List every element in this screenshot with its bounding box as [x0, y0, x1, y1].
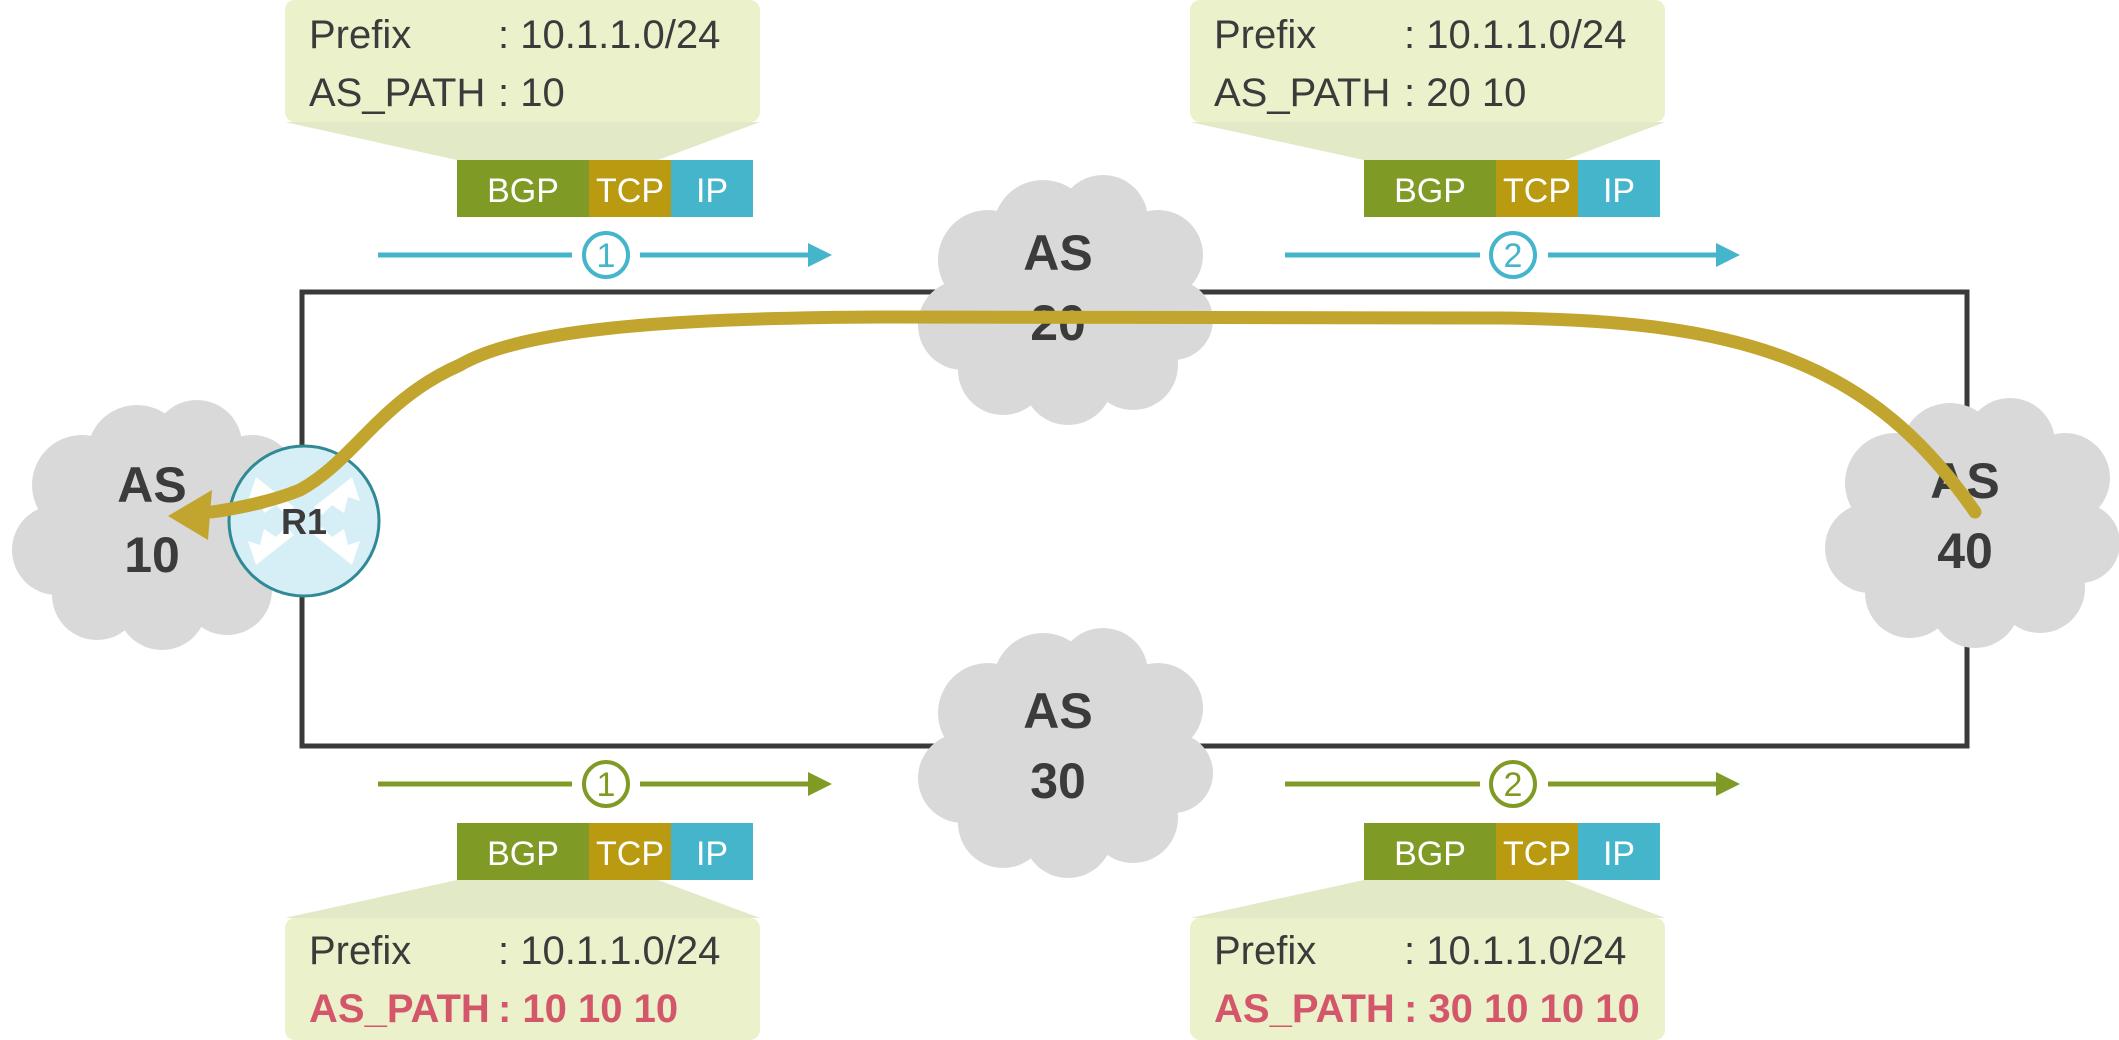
prefix-label: Prefix	[1214, 929, 1316, 973]
callout-pointer	[1190, 122, 1665, 160]
as-path-value: : 30 10 10 10	[1404, 987, 1640, 1031]
info-box	[285, 918, 760, 1040]
prefix-label: Prefix	[309, 13, 411, 57]
update-box-top-right: Prefix : 10.1.1.0/24 AS_PATH : 20 10 BGP…	[1190, 0, 1665, 217]
as20-cloud: AS 20	[918, 175, 1213, 425]
step-number: 2	[1504, 766, 1523, 804]
callout-pointer	[285, 880, 760, 918]
tcp-label: TCP	[1503, 835, 1571, 873]
as10-label-line1: AS	[117, 457, 186, 513]
step-badge	[582, 231, 630, 279]
ip-label: IP	[696, 835, 728, 873]
info-box	[285, 0, 760, 122]
step-number: 1	[597, 766, 616, 804]
as30-label-line1: AS	[1023, 683, 1092, 739]
packet-header: BGP TCP IP	[1364, 823, 1660, 880]
info-box	[1190, 0, 1665, 122]
as40-cloud: AS 40	[1825, 398, 2119, 648]
as-path-label: AS_PATH	[1214, 71, 1390, 115]
update-box-bottom-left: Prefix : 10.1.1.0/24 AS_PATH : 10 10 10 …	[285, 823, 760, 1040]
step-number: 2	[1504, 237, 1523, 275]
bottom-flow-arrow-1: 1	[378, 760, 832, 808]
prefix-value: : 10.1.1.0/24	[1404, 929, 1626, 973]
bgp-label: BGP	[1394, 835, 1466, 873]
as-path-value: : 20 10	[1404, 71, 1526, 115]
prefix-value: : 10.1.1.0/24	[498, 929, 720, 973]
prefix-value: : 10.1.1.0/24	[498, 13, 720, 57]
as30-label-line2: 30	[1030, 753, 1086, 809]
prefix-label: Prefix	[1214, 13, 1316, 57]
tcp-label: TCP	[596, 835, 664, 873]
as20-label-line1: AS	[1023, 225, 1092, 281]
step-badge	[1489, 231, 1537, 279]
as-path-label: AS_PATH	[309, 987, 490, 1031]
router-label: R1	[281, 501, 327, 542]
packet-header: BGP TCP IP	[1364, 160, 1660, 217]
as-path-label: AS_PATH	[1214, 987, 1395, 1031]
packet-header: BGP TCP IP	[457, 823, 753, 880]
router-icon	[227, 444, 381, 598]
bgp-label: BGP	[1394, 172, 1466, 210]
update-box-top-left: Prefix : 10.1.1.0/24 AS_PATH : 10 BGP TC…	[285, 0, 760, 217]
ip-label: IP	[1603, 835, 1635, 873]
bgp-label: BGP	[487, 172, 559, 210]
as10-label-line2: 10	[124, 527, 180, 583]
as-path-label: AS_PATH	[309, 71, 485, 115]
as30-cloud: AS 30	[918, 628, 1213, 878]
callout-pointer	[1190, 880, 1665, 918]
as10-cloud: AS 10	[12, 400, 307, 650]
bgp-label: BGP	[487, 835, 559, 873]
selected-path-curve	[205, 310, 1982, 519]
as40-label-line2: 40	[1937, 523, 1993, 579]
step-number: 1	[597, 237, 616, 275]
step-badge	[1489, 760, 1537, 808]
bottom-flow-arrow-2: 2	[1285, 760, 1740, 808]
info-box	[1190, 918, 1665, 1040]
router-r1[interactable]: R1	[227, 444, 381, 598]
ip-label: IP	[1603, 172, 1635, 210]
prefix-label: Prefix	[309, 929, 411, 973]
as-path-value: : 10 10 10	[498, 987, 678, 1031]
ip-label: IP	[696, 172, 728, 210]
top-flow-arrow-1: 1	[378, 231, 832, 279]
top-flow-arrow-2: 2	[1285, 231, 1740, 279]
tcp-label: TCP	[596, 172, 664, 210]
tcp-label: TCP	[1503, 172, 1571, 210]
callout-pointer	[285, 122, 760, 160]
step-badge	[582, 760, 630, 808]
packet-header: BGP TCP IP	[457, 160, 753, 217]
selected-path-arrowhead	[168, 490, 212, 540]
update-box-bottom-right: Prefix : 10.1.1.0/24 AS_PATH : 30 10 10 …	[1190, 823, 1665, 1040]
prefix-value: : 10.1.1.0/24	[1404, 13, 1626, 57]
as-path-value: : 10	[498, 71, 565, 115]
